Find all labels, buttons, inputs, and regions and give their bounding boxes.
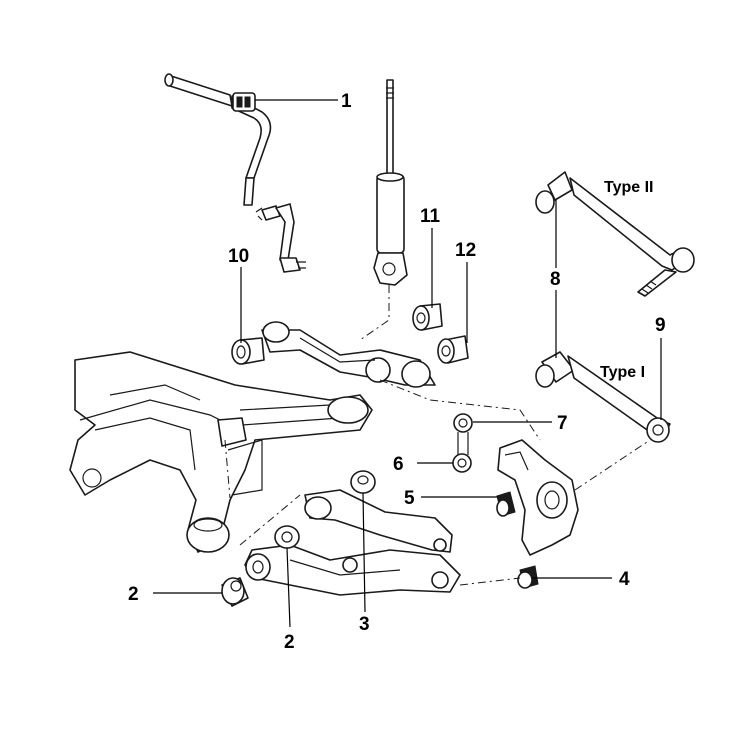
callout-4: 4	[619, 569, 630, 590]
ball-joint-4	[517, 565, 539, 589]
callout-2-left: 2	[128, 584, 139, 605]
callout-6: 6	[393, 454, 404, 475]
callout-8: 8	[550, 269, 561, 290]
link-7	[453, 413, 473, 455]
wheel-hub-carrier	[497, 439, 579, 556]
bushing-3	[350, 470, 376, 494]
callout-9: 9	[655, 315, 666, 336]
bushing-2-upper	[274, 525, 300, 549]
callout-1: 1	[341, 91, 352, 112]
callout-5: 5	[404, 488, 415, 509]
anti-roll-bar-bushing-1	[232, 92, 256, 112]
shock-absorber	[373, 79, 408, 286]
upper-control-arm	[261, 321, 436, 388]
callout-10: 10	[228, 246, 249, 267]
type-i-arm	[535, 351, 671, 443]
bushing-11	[412, 303, 443, 331]
bushing-2-lower	[221, 577, 249, 607]
lower-control-arm	[244, 544, 461, 596]
anti-roll-bar	[164, 73, 272, 206]
toe-arm	[304, 489, 453, 553]
type-i-label: Type I	[600, 364, 645, 381]
callout-12: 12	[455, 240, 476, 261]
ball-joint-5	[496, 491, 516, 517]
type-ii-label: Type II	[604, 179, 654, 196]
link-6	[452, 453, 472, 473]
type-ii-arm	[535, 171, 695, 297]
bushing-12	[437, 335, 469, 364]
callout-11: 11	[420, 206, 441, 227]
bushing-10	[231, 337, 265, 365]
callout-2-bottom: 2	[284, 632, 295, 653]
anti-roll-bar-drop-link	[255, 203, 306, 273]
callout-3: 3	[359, 614, 370, 635]
assembly-centre-lines	[224, 285, 651, 586]
leader-lines	[153, 99, 662, 628]
rear-subframe	[69, 351, 373, 553]
callout-7: 7	[557, 413, 568, 434]
